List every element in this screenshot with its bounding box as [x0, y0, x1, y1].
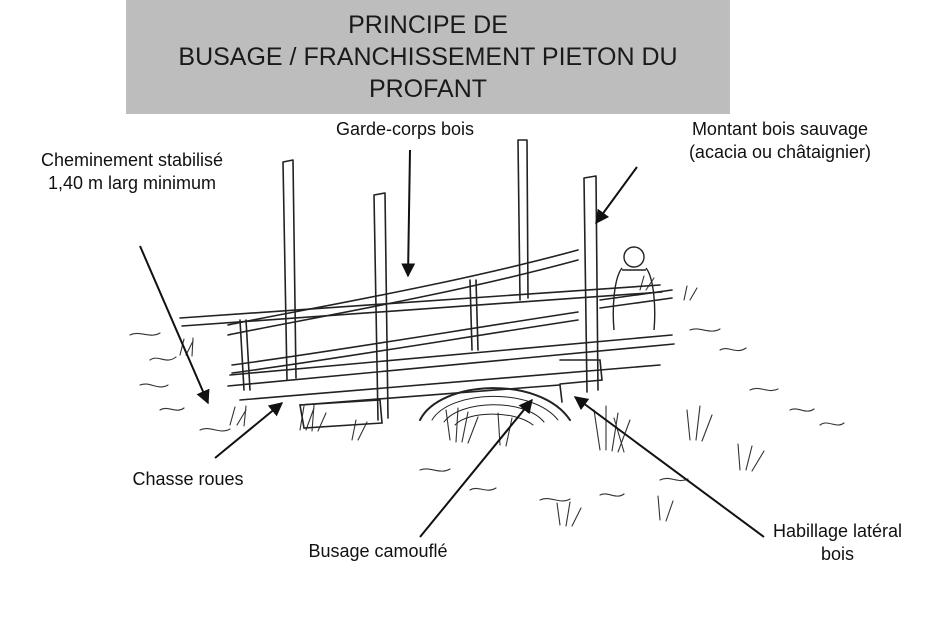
arrow-habillage: [573, 396, 765, 538]
arrow-garde-corps: [401, 149, 416, 278]
label-chasse-roues: Chasse roues: [132, 469, 244, 489]
label-habillage: Habillage latéral bois: [772, 521, 903, 564]
pedestrian-figure: [612, 246, 656, 331]
arrow-cheminement: [139, 245, 210, 405]
culvert: [419, 387, 571, 426]
leader-arrows: [139, 149, 765, 538]
arrow-busage: [419, 398, 533, 538]
label-garde-corps: Garde-corps bois: [335, 119, 475, 139]
label-busage: Busage camouflé: [308, 541, 448, 561]
label-cheminement: Cheminement stabilisé 1,40 m larg minimu…: [40, 150, 224, 193]
title-banner: PRINCIPE DE BUSAGE / FRANCHISSEMENT PIET…: [126, 0, 730, 114]
arrow-chasse-roues: [214, 402, 284, 459]
title-line-1: PRINCIPE DE: [348, 11, 508, 39]
wood-posts: [239, 139, 599, 421]
bridge-deck: [179, 284, 675, 429]
arrow-montant: [595, 166, 638, 225]
title-line-2: BUSAGE / FRANCHISSEMENT PIETON DU: [178, 43, 678, 71]
title-line-3: PROFANT: [368, 75, 488, 103]
handrails: [227, 249, 673, 374]
ground-grass: [129, 275, 845, 527]
label-montant-bois: Montant bois sauvage (acacia ou châtaign…: [688, 119, 872, 162]
